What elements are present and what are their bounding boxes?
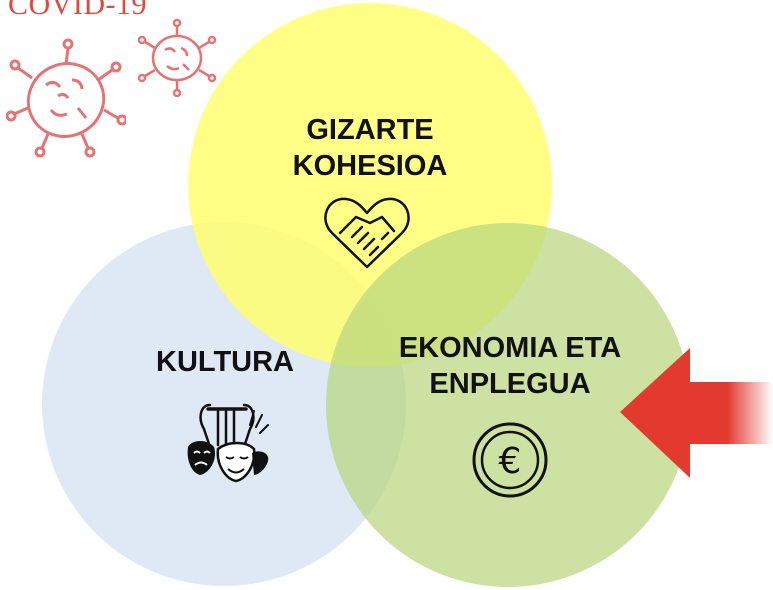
label-economy-line2: ENPLEGUA (429, 368, 591, 400)
label-social: GIZARTE KOHESIOA (250, 112, 490, 184)
theatre-lyre-icon (187, 403, 269, 483)
svg-text:€: € (499, 441, 522, 482)
label-social-line2: KOHESIOA (292, 150, 448, 182)
red-arrow-icon (620, 348, 773, 478)
coronavirus-icon (137, 18, 217, 98)
label-economy: EKONOMIA ETA ENPLEGUA (370, 330, 650, 402)
label-culture: KULTURA (130, 344, 320, 380)
handshake-heart-icon (324, 197, 410, 269)
label-economy-line1: EKONOMIA ETA (398, 332, 622, 364)
label-social-line1: GIZARTE (306, 114, 434, 146)
label-culture-line1: KULTURA (156, 346, 294, 378)
circle-economy (326, 223, 690, 587)
coronavirus-icon (6, 38, 126, 158)
covid-title: COVID-19 (8, 0, 147, 21)
euro-coin-icon: € (472, 422, 548, 498)
